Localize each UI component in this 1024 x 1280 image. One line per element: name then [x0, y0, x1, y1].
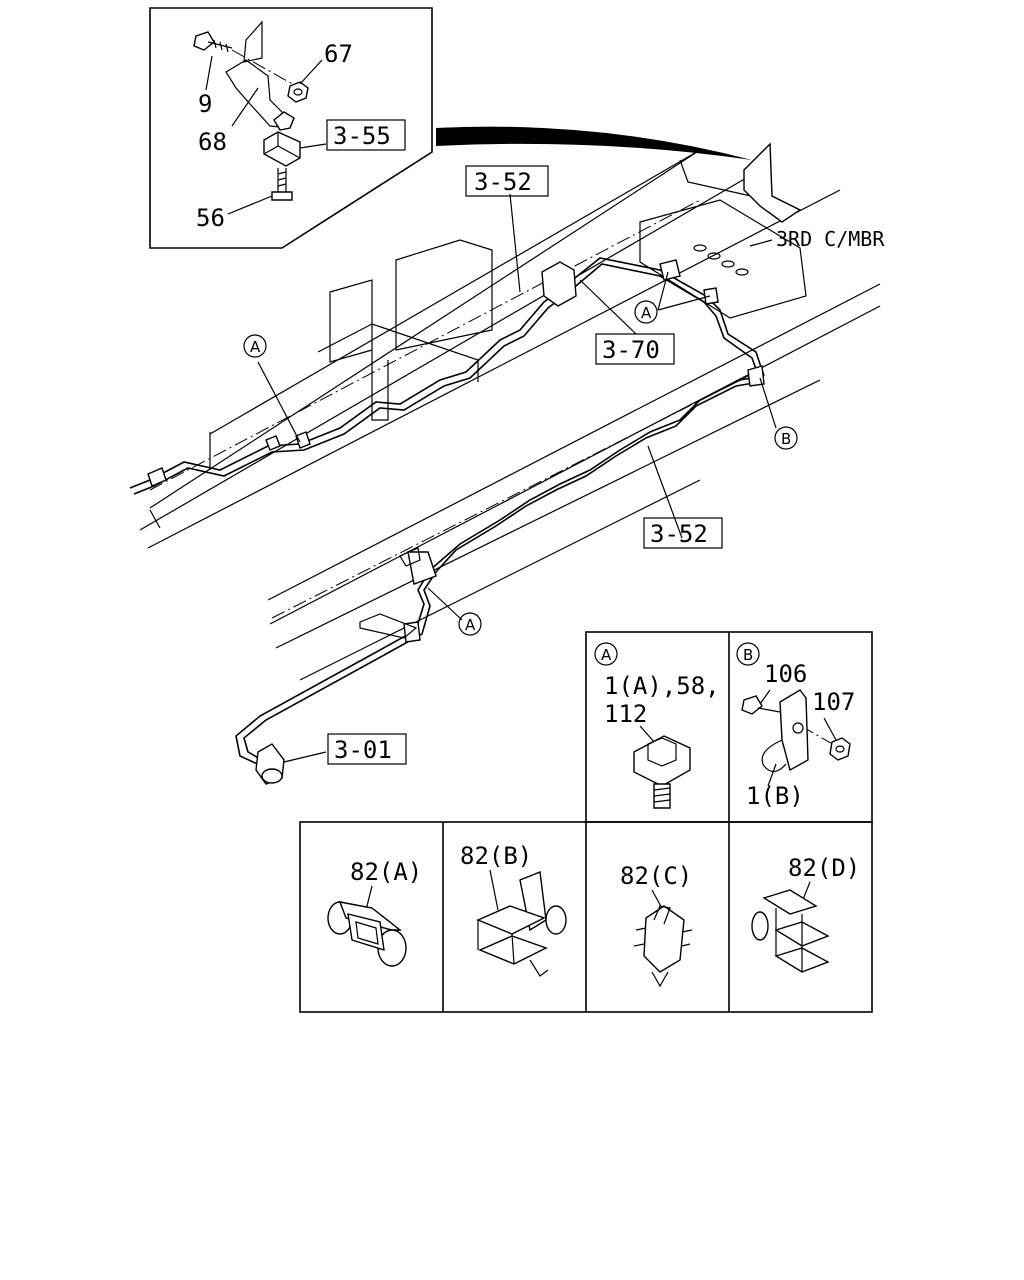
ref-box-370 — [595, 333, 675, 365]
clip-label-82b: 82(B) — [460, 842, 532, 870]
svg-text:B: B — [781, 430, 791, 448]
pipe-fitting-icon — [147, 259, 765, 643]
nut-107-icon — [829, 737, 851, 761]
brake-pipes — [129, 257, 765, 785]
ref-label-355: 3-55 — [333, 122, 391, 150]
svg-text:A: A — [641, 304, 652, 322]
detail-grid — [299, 631, 873, 1013]
bolt-9-icon — [193, 31, 233, 53]
svg-text:B: B — [743, 646, 753, 664]
svg-text:A: A — [250, 338, 261, 356]
nut-67-icon — [287, 81, 309, 103]
ref-label-370: 3-70 — [602, 336, 660, 364]
clamp-bracket-1b-icon — [761, 689, 809, 773]
chassis-frame — [139, 142, 881, 681]
bolt-106-icon — [741, 695, 781, 715]
ref-label-301: 3-01 — [334, 736, 392, 764]
part-label-107: 107 — [812, 688, 855, 716]
clip-label-82c: 82(C) — [620, 862, 692, 890]
part-label-68: 68 — [198, 128, 227, 156]
ref-box-301 — [327, 733, 407, 765]
part-label-9: 9 — [198, 90, 212, 118]
callout-a-3: A — [458, 612, 482, 636]
clip-82d-icon — [751, 889, 830, 973]
callout-a-2: A — [634, 300, 658, 324]
bracket-68-plate — [243, 20, 263, 63]
detail-b: B 106 107 1(B) — [736, 642, 855, 810]
crossmember — [639, 199, 807, 319]
detail-pointer-arc — [436, 126, 752, 160]
clip-82c-icon — [633, 905, 693, 988]
clip-82b: 82(B) — [460, 842, 567, 977]
hose-fitting-301-icon — [255, 743, 285, 785]
svg-text:A: A — [465, 616, 476, 634]
clip-82c: 82(C) — [620, 862, 693, 988]
ref-label-352-top: 3-52 — [474, 168, 532, 196]
inset-panel: 9 67 68 56 3-55 — [149, 7, 433, 249]
crossmember-label: 3RD C/MBR — [776, 227, 885, 251]
part-label-67: 67 — [324, 40, 353, 68]
detail-a-line1: 1(A),58, — [604, 672, 720, 700]
callout-b-1: B — [774, 426, 798, 450]
part-label-106: 106 — [764, 660, 807, 688]
clip-355-icon — [263, 111, 301, 167]
clip-82b-icon — [476, 871, 567, 977]
callout-a-1: A — [243, 334, 267, 358]
clip-label-82d: 82(D) — [788, 854, 860, 882]
ref-box-352-bottom — [643, 517, 723, 549]
detail-a-line2: 112 — [604, 700, 647, 728]
svg-text:A: A — [601, 646, 612, 664]
part-label-56: 56 — [196, 204, 225, 232]
ref-box-352-top — [465, 165, 549, 197]
detail-a: A 1(A),58, 112 — [594, 642, 720, 809]
frame-bracket — [743, 142, 802, 223]
ref-box-355 — [326, 119, 406, 151]
clip-82d: 82(D) — [751, 854, 860, 973]
clip-82a-icon — [327, 901, 407, 967]
ref-label-352-bottom: 3-52 — [650, 520, 708, 548]
bolt-56-icon — [271, 168, 293, 201]
clip-82a: 82(A) — [327, 858, 422, 967]
clip-label-82a: 82(A) — [350, 858, 422, 886]
part-label-1b: 1(B) — [746, 782, 804, 810]
clip-1a-icon — [633, 735, 691, 809]
